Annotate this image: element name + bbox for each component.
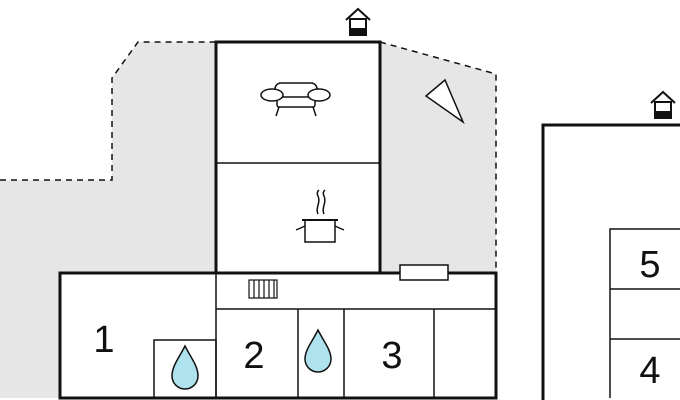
window-element [399, 264, 449, 281]
room-number: 1 [93, 319, 114, 361]
water-drop-icon [304, 328, 332, 373]
right-building-wall [541, 123, 680, 400]
room-number: 2 [243, 335, 264, 377]
bathroom-box [153, 339, 217, 399]
north-arrow-icon [424, 78, 465, 125]
lower-building-wall [58, 271, 498, 400]
entrance-icon [345, 7, 371, 36]
room-number: 3 [381, 335, 402, 377]
terrace-area-right [380, 42, 496, 273]
room-number: 5 [639, 244, 660, 286]
room-number: 4 [639, 350, 660, 392]
terrace-boundary-left [0, 41, 216, 181]
upper-building-wall [214, 40, 382, 275]
sofa-icon [260, 82, 331, 117]
entrance-icon [650, 90, 676, 119]
cooking-pot-icon [295, 189, 345, 243]
right-building-rooms [609, 228, 680, 398]
radiator-icon [248, 279, 278, 299]
terrace-area-left [0, 42, 216, 398]
water-drop-icon [171, 344, 199, 390]
